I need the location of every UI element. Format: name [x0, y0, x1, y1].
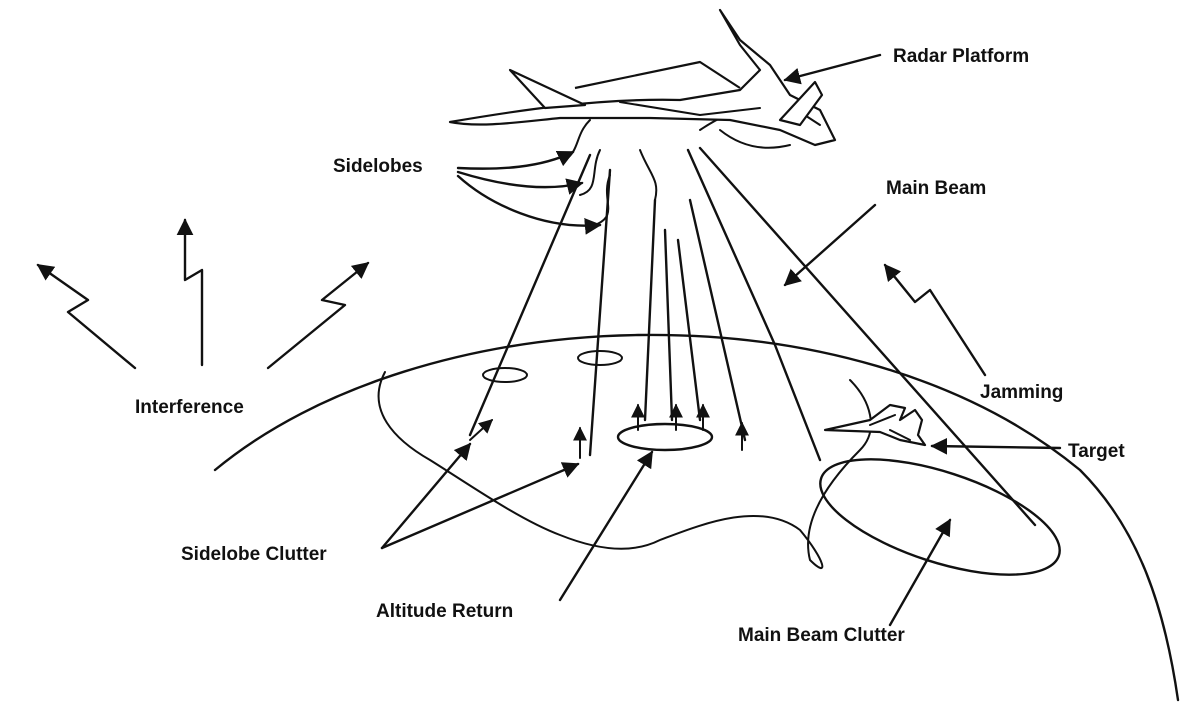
main-beam-clutter-label: Main Beam Clutter: [738, 625, 905, 646]
clutter-patch-1: [482, 367, 528, 383]
jamming-lightning-arrow: [883, 263, 987, 377]
interference-label: Interference: [135, 397, 244, 418]
sidelobe-beam-1: [468, 153, 592, 437]
clutter-patch-2: [577, 350, 623, 366]
altitude-return-label: Altitude Return: [376, 601, 513, 622]
altitude-beam-1: [643, 198, 657, 422]
altitude-beam-4: [688, 198, 747, 442]
ground-footprint: [377, 371, 872, 570]
sidelobes-arrow-1: [456, 150, 575, 170]
main-beam-clutter-ellipse: [819, 458, 1061, 576]
radar-platform-arrow: [783, 53, 882, 85]
altitude-beam-2: [663, 228, 674, 422]
altitude-return-ellipse: [616, 422, 714, 452]
sidelobe-clutter-label: Sidelobe Clutter: [181, 544, 327, 565]
earth-horizon: [213, 333, 1180, 702]
return-arrow-1: [469, 419, 494, 441]
target-aircraft-icon: [823, 403, 927, 447]
main-beam-arrow: [783, 203, 877, 287]
altitude-beam-3: [676, 238, 702, 422]
interference-lightning-arrow-left: [36, 263, 137, 370]
sidelobes-arrow-2: [456, 170, 584, 195]
main-beam-label: Main Beam: [886, 178, 986, 199]
main-beam-right-edge: [698, 146, 1037, 527]
sidelobes-arrow-3: [456, 174, 602, 235]
sidelobe-beam-2: [588, 168, 612, 457]
target-arrow: [930, 437, 1062, 455]
aircraft-icon: [448, 8, 837, 147]
main-beam-clutter-arrow: [888, 518, 952, 627]
interference-lightning-arrow-center: [176, 218, 204, 367]
sidelobes-label: Sidelobes: [333, 156, 423, 177]
interference-lightning-arrow-right: [266, 261, 370, 370]
sidelobe-clutter-arrow-2: [380, 462, 580, 550]
jamming-label: Jamming: [980, 382, 1063, 403]
target-label: Target: [1068, 441, 1125, 462]
radar-platform-label: Radar Platform: [893, 46, 1029, 67]
altitude-return-arrow: [558, 450, 654, 602]
sidelobe-clutter-arrow-1: [380, 442, 472, 550]
main-beam-left-edge: [686, 148, 822, 462]
